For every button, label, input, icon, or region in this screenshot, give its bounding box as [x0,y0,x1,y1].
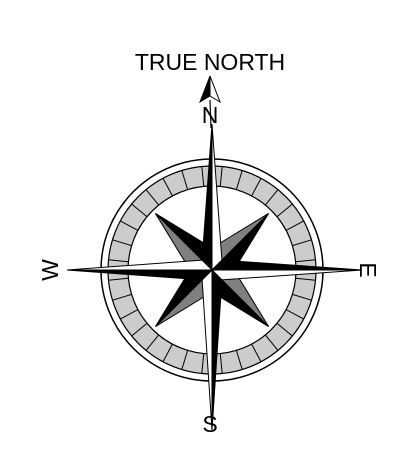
north-letter: N [202,102,219,128]
north-arrowhead-left [200,76,210,102]
west-letter: W [37,259,63,281]
true-north-label: TRUE NORTH [135,49,285,75]
north-arrowhead-right [210,76,220,102]
south-letter: S [202,411,217,437]
east-letter: E [355,262,381,277]
north-arrowhead [200,76,220,102]
